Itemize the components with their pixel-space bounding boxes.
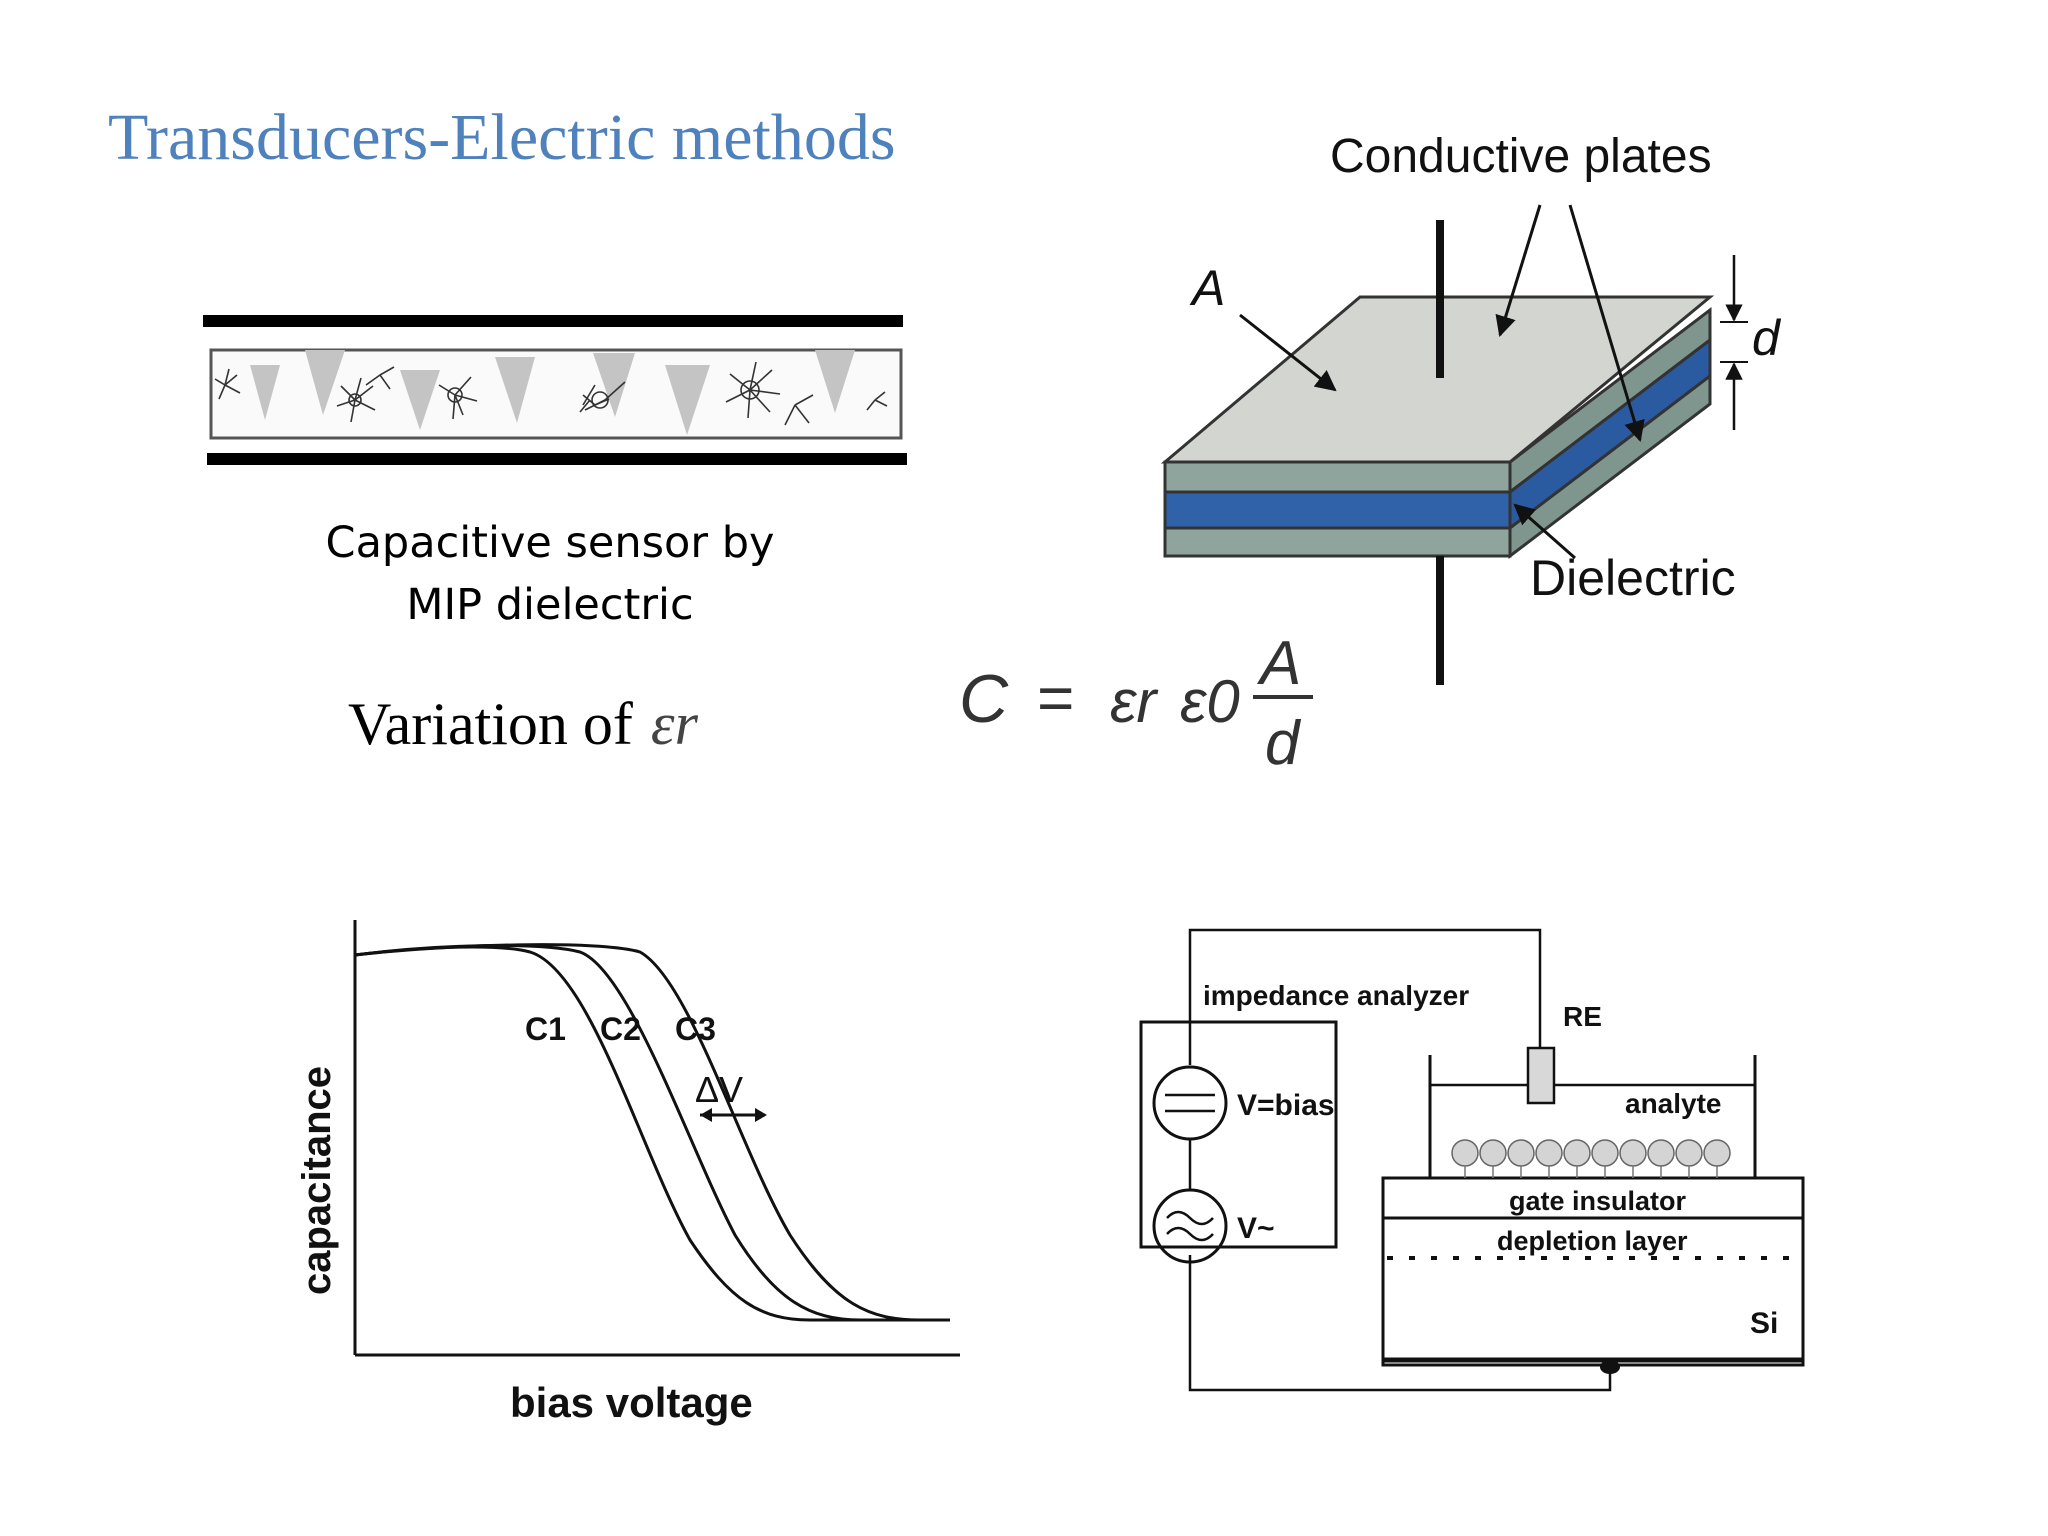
- silicon-stack: [1381, 1176, 1805, 1367]
- imprinted-cavities: [250, 350, 855, 435]
- y-axis-label: capacitance: [295, 1066, 339, 1295]
- slide-title: Transducers-Electric methods: [108, 101, 896, 174]
- delta-v-arrowhead-left: [700, 1108, 712, 1122]
- wire-top: [1188, 928, 1542, 1065]
- formula-numerator: A: [1256, 629, 1301, 698]
- ac-source-wave2: [1166, 1226, 1214, 1242]
- area-arrow: [1239, 313, 1337, 392]
- receptor-stems: [1464, 1166, 1718, 1178]
- curve-c3: [354, 943, 950, 1322]
- impedance-analyzer-label: impedance analyzer: [1203, 980, 1469, 1011]
- sensor-caption-line2: MIP dielectric: [406, 580, 694, 630]
- wire-bottom: [1188, 1255, 1612, 1392]
- curve-label-c2: C2: [600, 1011, 641, 1047]
- plates-arrow-top: [1495, 204, 1542, 338]
- variation-label: Variation of εr: [348, 690, 698, 759]
- bottom-plate-front: [1163, 526, 1512, 558]
- curve-label-c1: C1: [525, 1011, 566, 1047]
- ac-source-label: V~: [1237, 1212, 1275, 1245]
- top-plate-front: [1163, 460, 1512, 494]
- formula-denominator: d: [1265, 709, 1302, 778]
- depletion-layer-label: depletion layer: [1497, 1226, 1688, 1256]
- formula-lhs: C: [959, 661, 1009, 737]
- distance-label: d: [1752, 310, 1782, 366]
- epsilon-r-symbol: εr: [650, 691, 698, 757]
- bottom-electrode: [207, 453, 907, 465]
- dc-source-symbol: [1152, 1065, 1228, 1141]
- impedance-analyzer-box: [1139, 1020, 1338, 1249]
- gate-insulator-label: gate insulator: [1509, 1186, 1687, 1216]
- dielectric-front: [1163, 490, 1512, 530]
- top-electrode: [203, 315, 903, 327]
- curve-c1: [354, 945, 950, 1322]
- formula-eps-0: ε0: [1180, 668, 1240, 735]
- dielectric-label: Dielectric: [1530, 550, 1736, 606]
- dc-source-label: V=bias: [1237, 1089, 1335, 1122]
- curve-label-c3: C3: [675, 1011, 716, 1047]
- ac-source-wave1: [1166, 1210, 1214, 1226]
- reference-electrode: [1526, 1046, 1556, 1105]
- mip-sensor-illustration: [203, 315, 907, 465]
- cv-curve-plot: C1 C2 C3 ΔV capacitance bias voltage: [295, 920, 960, 1426]
- reference-electrode-label: RE: [1563, 1001, 1602, 1032]
- conductive-plates-label: Conductive plates: [1330, 130, 1712, 183]
- sensor-caption: Capacitive sensor by MIP dielectric: [250, 512, 850, 636]
- receptor-layer: [1451, 1139, 1731, 1167]
- plates-arrow-bottom: [1568, 204, 1645, 443]
- impedance-circuit: impedance analyzer RE V=bias V~ analyte …: [1139, 928, 1805, 1392]
- variation-text: Variation of: [348, 691, 633, 757]
- silicon-label: Si: [1750, 1307, 1778, 1340]
- delta-v-label: ΔV: [695, 1069, 743, 1110]
- ac-source-symbol: [1152, 1188, 1228, 1264]
- capacitance-formula: C = εr ε0 A d: [955, 612, 1335, 786]
- contact-dot: [1600, 1360, 1620, 1374]
- analyte-label: analyte: [1625, 1088, 1722, 1119]
- capacitor-diagram: Conductive plates A d Dielectric: [1160, 130, 1782, 685]
- polymer-strands: [214, 361, 888, 426]
- delta-v-arrowhead-right: [755, 1108, 767, 1122]
- formula-equals: =: [1037, 662, 1074, 734]
- formula-eps-r: εr: [1110, 668, 1158, 735]
- formula-svg: C = εr ε0 A d: [959, 629, 1313, 778]
- dielectric-arrow: [1513, 503, 1576, 560]
- sensor-caption-line1: Capacitive sensor by: [325, 518, 775, 568]
- area-label: A: [1189, 260, 1225, 316]
- x-axis-label: bias voltage: [510, 1379, 753, 1426]
- curve-c2: [354, 944, 950, 1322]
